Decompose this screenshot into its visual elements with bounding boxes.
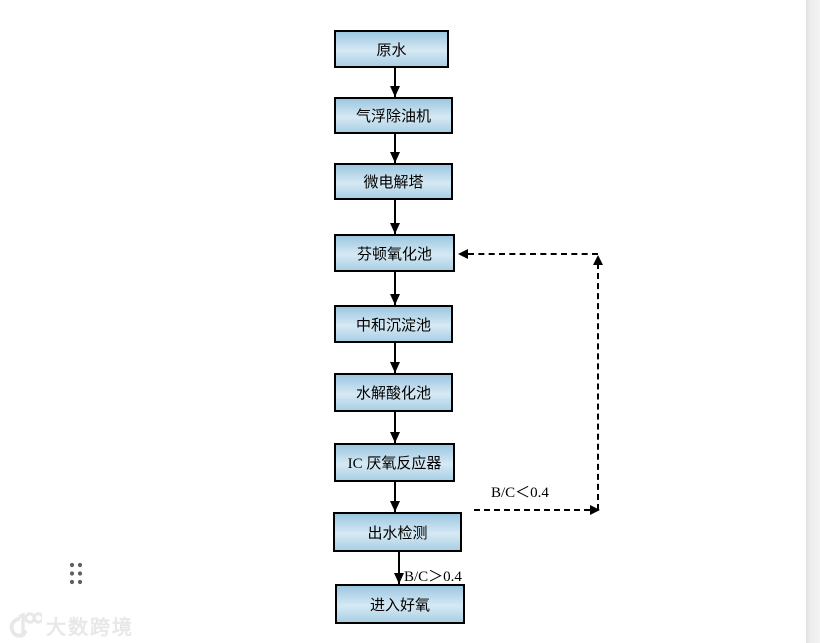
- label-bc-less-than: B/C＜0.4: [491, 485, 549, 501]
- drag-handle-icon[interactable]: [68, 561, 84, 586]
- flow-node-micro-electrolysis-tower: 微电解塔: [334, 163, 453, 200]
- arrow-effluent-to-aerobic: [394, 552, 404, 584]
- feedback-arrowhead-right: [590, 505, 600, 515]
- feedback-connector-top: [468, 253, 598, 255]
- flow-node-raw-water: 原水: [334, 30, 449, 68]
- flow-node-enter-aerobic: 进入好氧: [335, 584, 465, 624]
- arrow-raw-to-flotation: [390, 68, 400, 97]
- feedback-connector-vertical: [597, 263, 599, 510]
- label-bc-greater-than: B/C＞0.4: [404, 569, 462, 585]
- flow-node-fenton-oxidation-pool: 芬顿氧化池: [334, 234, 455, 272]
- watermark: 大数跨境: [8, 610, 134, 640]
- page-edge-strip: [806, 0, 820, 643]
- arrow-electrolysis-to-fenton: [390, 200, 400, 234]
- flow-node-ic-anaerobic-reactor: IC 厌氧反应器: [334, 443, 455, 482]
- six-dot-grid-icon: [69, 562, 83, 585]
- arrow-ic-to-effluent: [390, 482, 400, 512]
- feedback-connector-bottom: [474, 509, 590, 511]
- arrow-flotation-to-electrolysis: [390, 134, 400, 163]
- flow-node-hydrolysis-acidification-pool: 水解酸化池: [334, 373, 453, 412]
- flow-node-air-flotation-deoiler: 气浮除油机: [334, 97, 453, 134]
- feedback-arrowhead-left: [458, 249, 468, 259]
- flow-node-neutralization-sedimentation-pool: 中和沉淀池: [334, 305, 453, 343]
- arrow-fenton-to-neutralization: [390, 272, 400, 305]
- arrow-neutralization-to-hydrolysis: [390, 343, 400, 373]
- arrow-hydrolysis-to-ic: [390, 412, 400, 443]
- watermark-text: 大数跨境: [46, 616, 134, 639]
- feedback-arrowhead-up: [593, 255, 603, 265]
- watermark-logo-icon: [9, 612, 42, 638]
- flow-node-effluent-test: 出水检测: [333, 512, 462, 552]
